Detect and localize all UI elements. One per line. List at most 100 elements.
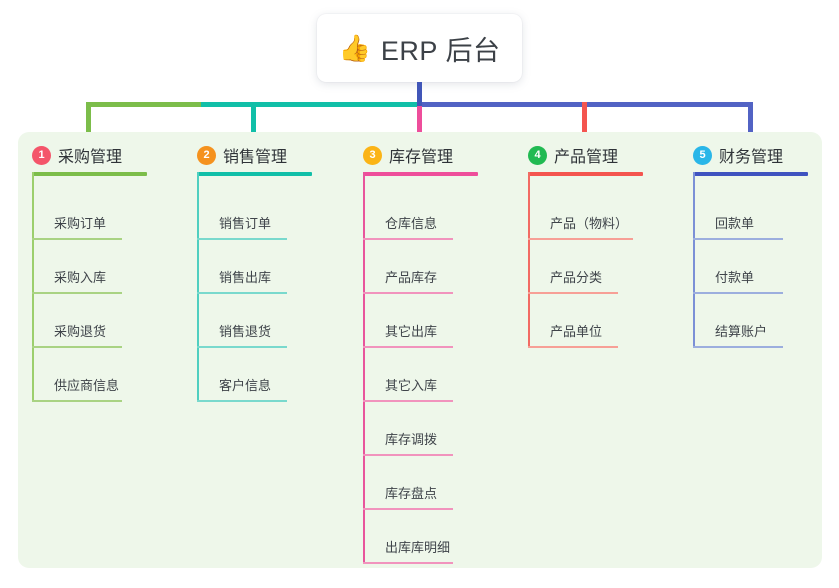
leaf-item-label: 仓库信息 — [385, 216, 438, 231]
leaf-item-underline — [693, 292, 783, 294]
leaf-item[interactable]: 销售退货 — [197, 302, 347, 348]
leaf-item-label: 付款单 — [715, 270, 755, 285]
branches-panel: 1 采购管理采购订单采购入库采购退货供应商信息 2 销售管理销售订单销售出库销售退货客… — [18, 132, 822, 568]
branch-number-badge: 5 — [693, 145, 712, 165]
leaf-item-label: 销售退货 — [219, 324, 272, 339]
leaf-item-label: 出库库明细 — [385, 540, 451, 555]
leaf-item[interactable]: 付款单 — [693, 248, 839, 294]
branch-header-2[interactable]: 2 销售管理 — [197, 143, 287, 167]
branch-title: 产品管理 — [554, 149, 619, 166]
leaf-item[interactable]: 供应商信息 — [32, 356, 182, 402]
leaf-item-label: 其它入库 — [385, 378, 438, 393]
branch-underline — [363, 172, 478, 176]
branch-header-3[interactable]: 3 库存管理 — [363, 143, 453, 167]
leaf-item-underline — [363, 346, 453, 348]
leaf-item[interactable]: 其它入库 — [363, 356, 513, 402]
branch-spine — [528, 172, 530, 348]
leaf-item-label: 结算账户 — [715, 324, 768, 339]
leaf-item-label: 库存盘点 — [385, 486, 438, 501]
leaf-item[interactable]: 其它出库 — [363, 302, 513, 348]
leaf-item-underline — [363, 400, 453, 402]
drop-product — [582, 102, 587, 144]
leaf-item-underline — [528, 292, 618, 294]
branch-underline — [528, 172, 643, 176]
leaf-item[interactable]: 产品分类 — [528, 248, 678, 294]
leaf-item[interactable]: 仓库信息 — [363, 194, 513, 240]
leaf-item-underline — [197, 400, 287, 402]
branch-title: 库存管理 — [389, 149, 454, 166]
branch-title: 财务管理 — [719, 149, 784, 166]
drop-finance — [748, 102, 753, 144]
branch-number-badge: 3 — [363, 145, 382, 165]
leaf-item-underline — [32, 346, 122, 348]
branch-spine — [32, 172, 34, 402]
leaf-item-underline — [32, 292, 122, 294]
leaf-item[interactable]: 库存调拨 — [363, 410, 513, 456]
drop-sales — [251, 102, 256, 144]
leaf-item[interactable]: 出库库明细 — [363, 518, 513, 564]
leaf-item[interactable]: 产品（物料） — [528, 194, 678, 240]
leaf-item-underline — [32, 238, 122, 240]
branch-title: 采购管理 — [58, 149, 123, 166]
leaf-item-label: 产品分类 — [550, 270, 603, 285]
leaf-item-underline — [363, 238, 453, 240]
leaf-item-label: 销售出库 — [219, 270, 272, 285]
branch-number-badge: 1 — [32, 145, 51, 165]
branch-header-5[interactable]: 5 财务管理 — [693, 143, 783, 167]
leaf-item[interactable]: 回款单 — [693, 194, 839, 240]
leaf-item[interactable]: 采购订单 — [32, 194, 182, 240]
branch-spine — [197, 172, 199, 402]
leaf-item-underline — [197, 238, 287, 240]
leaf-item-label: 回款单 — [715, 216, 755, 231]
leaf-item[interactable]: 结算账户 — [693, 302, 839, 348]
leaf-item-label: 产品（物料） — [550, 216, 629, 231]
root-title: ERP 后台 — [380, 35, 501, 66]
leaf-item[interactable]: 采购退货 — [32, 302, 182, 348]
branch-header-4[interactable]: 4 产品管理 — [528, 143, 618, 167]
leaf-item-label: 采购订单 — [54, 216, 107, 231]
leaf-item-underline — [363, 508, 453, 510]
leaf-item-underline — [528, 238, 633, 240]
leaf-item-label: 销售订单 — [219, 216, 272, 231]
leaf-item-label: 供应商信息 — [54, 378, 120, 393]
leaf-item[interactable]: 产品单位 — [528, 302, 678, 348]
branch-underline — [197, 172, 312, 176]
leaf-item[interactable]: 销售出库 — [197, 248, 347, 294]
branch-title: 销售管理 — [223, 149, 288, 166]
leaf-item-underline — [197, 292, 287, 294]
leaf-item-underline — [528, 346, 618, 348]
leaf-item-underline — [363, 562, 453, 564]
leaf-item-underline — [32, 400, 122, 402]
leaf-item-underline — [693, 346, 783, 348]
leaf-item[interactable]: 产品库存 — [363, 248, 513, 294]
branch-header-1[interactable]: 1 采购管理 — [32, 143, 122, 167]
leaf-item[interactable]: 采购入库 — [32, 248, 182, 294]
branch-number-badge: 4 — [528, 145, 547, 165]
leaf-item-label: 其它出库 — [385, 324, 438, 339]
root-trunk-line — [417, 82, 422, 106]
branch-spine — [363, 172, 365, 564]
leaf-item-label: 产品单位 — [550, 324, 603, 339]
teal-segment — [201, 102, 420, 107]
thumbs-up-icon: 👍 — [338, 33, 371, 63]
drop-purchase — [86, 102, 91, 144]
leaf-item-underline — [693, 238, 783, 240]
leaf-item[interactable]: 销售订单 — [197, 194, 347, 240]
branch-underline — [32, 172, 147, 176]
drop-inventory — [417, 102, 422, 144]
leaf-item-underline — [363, 292, 453, 294]
branch-spine — [693, 172, 695, 348]
green-segment — [86, 102, 201, 107]
leaf-item[interactable]: 库存盘点 — [363, 464, 513, 510]
leaf-item-underline — [197, 346, 287, 348]
leaf-item-label: 产品库存 — [385, 270, 438, 285]
leaf-item-label: 采购入库 — [54, 270, 107, 285]
branch-number-badge: 2 — [197, 145, 216, 165]
leaf-item[interactable]: 客户信息 — [197, 356, 347, 402]
leaf-item-label: 库存调拨 — [385, 432, 438, 447]
leaf-item-label: 客户信息 — [219, 378, 272, 393]
branch-underline — [693, 172, 808, 176]
leaf-item-underline — [363, 454, 453, 456]
root-node[interactable]: 👍 ERP 后台 — [317, 14, 522, 82]
